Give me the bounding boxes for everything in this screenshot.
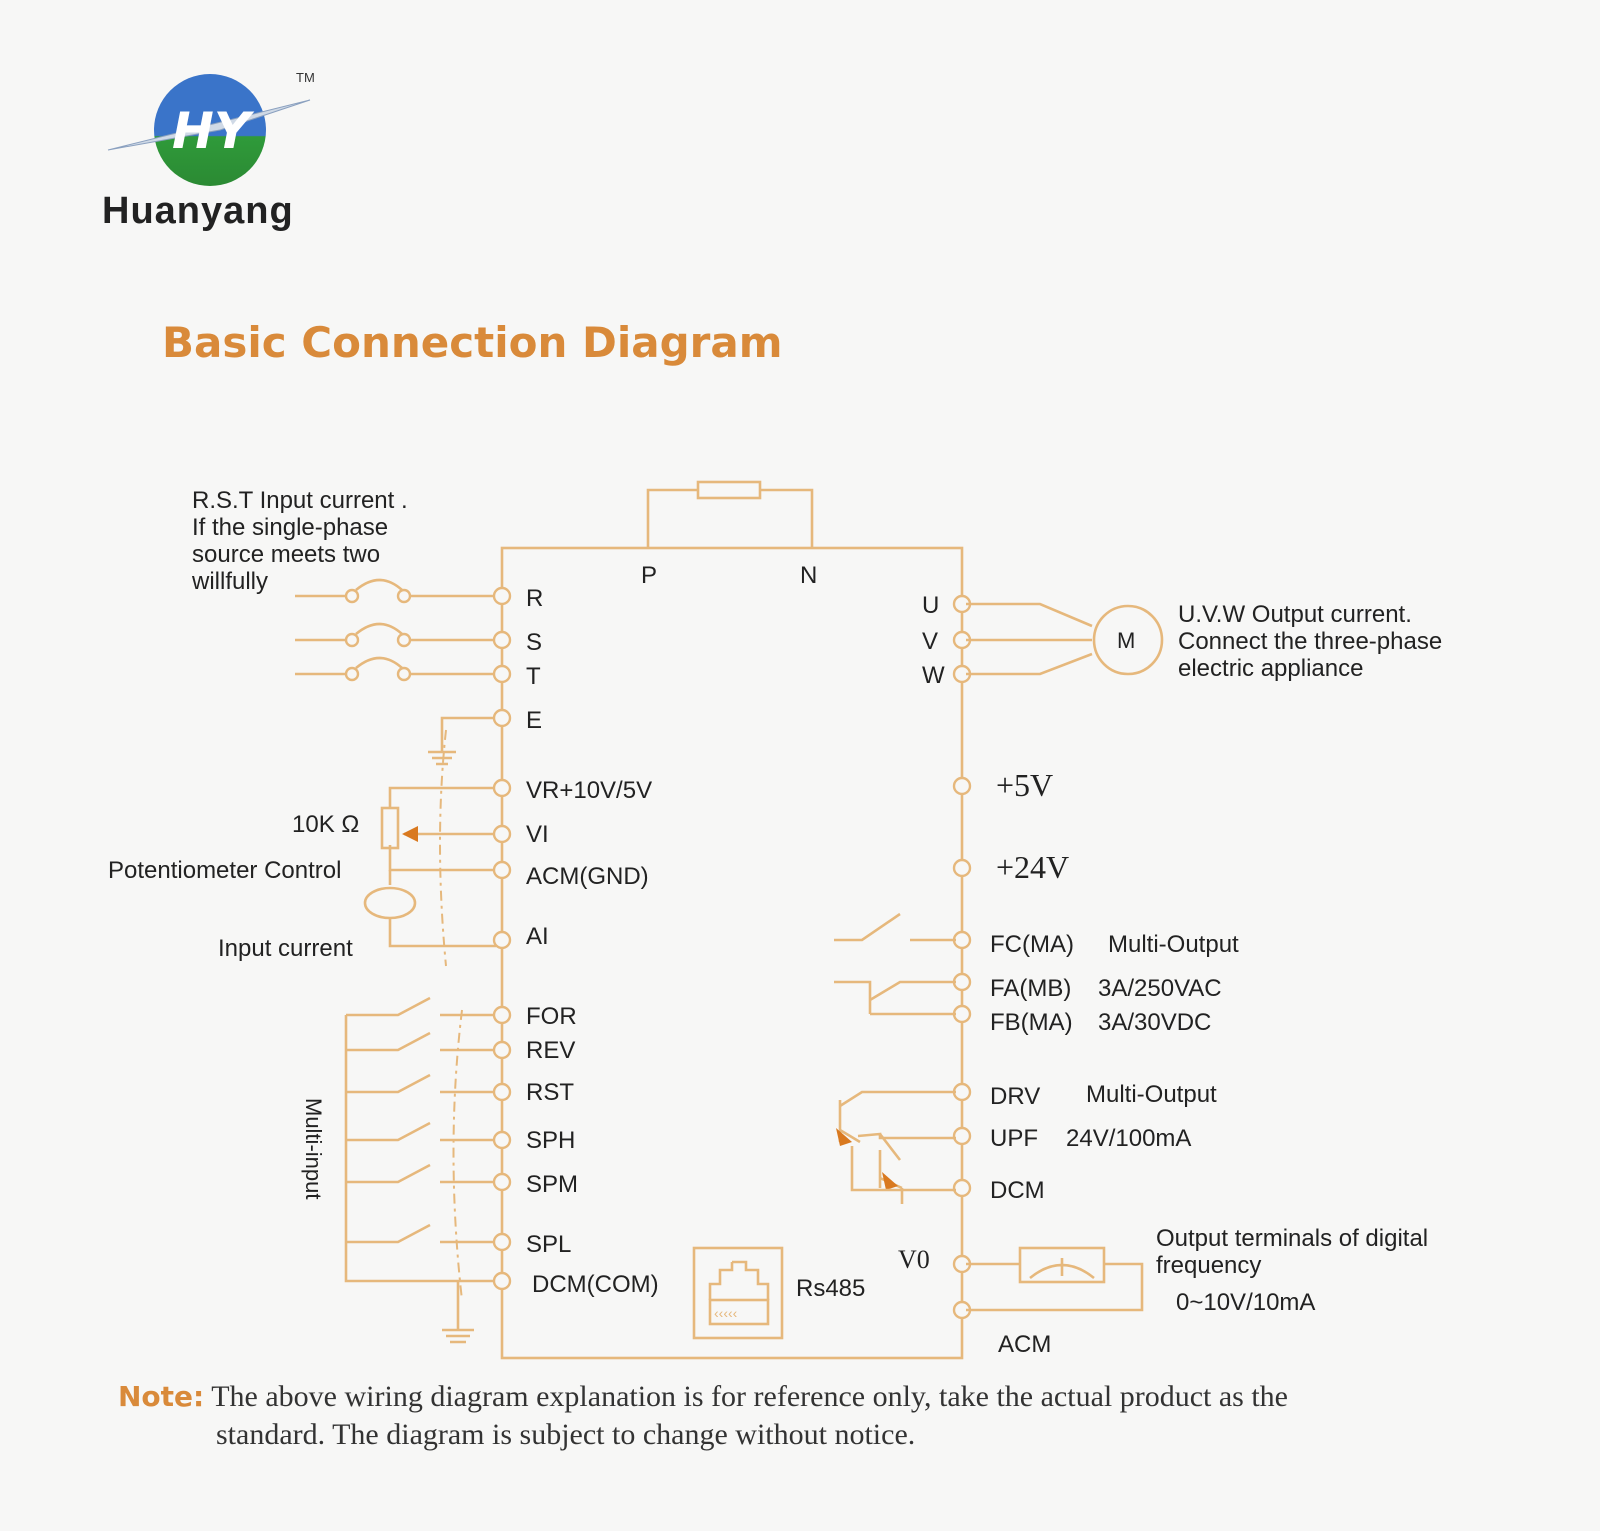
uvw-note-1: U.V.W Output current. xyxy=(1178,601,1412,628)
terminal-label-for: FOR xyxy=(526,1003,577,1030)
digital-freq-note-1: Output terminals of digital xyxy=(1156,1225,1428,1252)
terminal-upf xyxy=(952,1126,972,1146)
motor-wiring xyxy=(966,602,1164,676)
terminal-label-spl: SPL xyxy=(526,1231,571,1258)
note-text-1: The above wiring diagram explanation is … xyxy=(211,1380,1288,1413)
terminal-vr-10v-5v xyxy=(492,778,512,798)
terminal-label-fc-ma-: FC(MA) xyxy=(990,931,1074,958)
relay-note-2: 3A/250VAC xyxy=(1098,975,1222,1002)
terminal-acm-gnd- xyxy=(492,860,512,880)
transistor-outputs xyxy=(836,1090,956,1204)
terminal-rst xyxy=(492,1082,512,1102)
digital-freq-note-3: 0~10V/10mA xyxy=(1176,1289,1315,1316)
rs485-label: Rs485 xyxy=(796,1275,865,1302)
rs485-port: ‹‹‹‹‹ xyxy=(692,1246,784,1340)
transistor-note-1: Multi-Output xyxy=(1086,1081,1217,1108)
terminal-dcm xyxy=(952,1178,972,1198)
top-terminal-n: N xyxy=(800,562,817,589)
terminal--5v xyxy=(952,776,972,796)
potentiometer-label: Potentiometer Control xyxy=(108,857,341,884)
terminal-spl xyxy=(492,1232,512,1252)
terminal-dcm-com- xyxy=(492,1271,512,1291)
terminal-label-upf: UPF xyxy=(990,1125,1038,1152)
terminal--24v xyxy=(952,858,972,878)
resistor-value: 10K Ω xyxy=(292,811,359,838)
terminal-for xyxy=(492,1005,512,1025)
frequency-meter xyxy=(966,1246,1144,1312)
terminal-r xyxy=(492,586,512,606)
terminal-s xyxy=(492,630,512,650)
terminal-label-e: E xyxy=(526,707,542,734)
terminal-label-spm: SPM xyxy=(526,1171,578,1198)
terminal-fa-mb- xyxy=(952,972,972,992)
input-switches xyxy=(295,578,496,682)
digital-freq-note-2: frequency xyxy=(1156,1252,1261,1279)
terminal-label-drv: DRV xyxy=(990,1083,1040,1110)
terminal-label-ai: AI xyxy=(526,923,549,950)
relay-note-1: Multi-Output xyxy=(1108,931,1239,958)
terminal-label-fa-mb-: FA(MB) xyxy=(990,975,1071,1002)
terminal-label-rev: REV xyxy=(526,1037,575,1064)
page-title: Basic Connection Diagram xyxy=(162,318,783,367)
uvw-note-2: Connect the three-phase xyxy=(1178,628,1442,655)
input-current-label: Input current xyxy=(218,935,353,962)
logo-letters: HY xyxy=(172,102,255,160)
terminal-e xyxy=(492,708,512,728)
multi-input-switches xyxy=(344,996,496,1344)
terminal-label-v0: V0 xyxy=(898,1245,930,1274)
motor-label: M xyxy=(1117,628,1135,653)
terminal-spm xyxy=(492,1172,512,1192)
terminal-label-dcm: DCM xyxy=(990,1177,1045,1204)
terminal-label-rst: RST xyxy=(526,1079,574,1106)
terminal-label-dcm-com-: DCM(COM) xyxy=(532,1271,659,1298)
terminal-label-vr-10v-5v: VR+10V/5V xyxy=(526,777,652,804)
terminal-label-s: S xyxy=(526,629,542,656)
brand-name: Huanyang xyxy=(102,190,294,232)
terminal-rev xyxy=(492,1040,512,1060)
rst-note-4: willfully xyxy=(191,568,268,595)
note-text-2: standard. The diagram is subject to chan… xyxy=(216,1418,916,1451)
terminal-label-acm-gnd-: ACM(GND) xyxy=(526,863,649,890)
multi-input-label: Multi-input xyxy=(301,1098,326,1199)
rst-note-2: If the single-phase xyxy=(192,514,388,541)
terminal-label-t: T xyxy=(526,663,541,690)
terminal-label-fb-ma-: FB(MA) xyxy=(990,1009,1073,1036)
top-terminal-p: P xyxy=(641,562,657,589)
rst-note-3: source meets two xyxy=(192,541,380,568)
terminal-drv xyxy=(952,1082,972,1102)
terminal-t xyxy=(492,664,512,684)
trademark-mark: TM xyxy=(296,70,315,85)
terminal-label--24v: +24V xyxy=(996,849,1069,885)
potentiometer xyxy=(363,786,496,948)
terminal-label-sph: SPH xyxy=(526,1127,575,1154)
svg-text:‹‹‹‹‹: ‹‹‹‹‹ xyxy=(714,1305,738,1321)
inverter-box xyxy=(500,546,964,1360)
huanyang-logo: HY TM xyxy=(107,70,315,186)
terminal-fb-ma- xyxy=(952,1004,972,1024)
footer-note: Note: The above wiring diagram explanati… xyxy=(118,1380,1288,1452)
terminal-fc-ma- xyxy=(952,930,972,950)
transistor-note-2: 24V/100mA xyxy=(1066,1125,1191,1152)
terminal-label--5v: +5V xyxy=(996,767,1053,803)
terminal-label-acm: ACM xyxy=(998,1331,1051,1358)
left-terminals: RSTEVR+10V/5VVIACM(GND)AIFORREVRSTSPHSPM… xyxy=(492,585,659,1298)
terminal-vi xyxy=(492,824,512,844)
braking-resistor xyxy=(696,480,762,500)
rst-note-1: R.S.T Input current . xyxy=(192,487,408,514)
terminal-label-r: R xyxy=(526,585,543,612)
terminal-ai xyxy=(492,930,512,950)
terminal-label-u: U xyxy=(922,592,939,619)
terminal-label-w: W xyxy=(922,662,945,689)
right-terminals: UVW +5V +24V FC(MA) FA(MB) FB(MA) DRV UPF DCM V0A… xyxy=(898,592,1074,1358)
note-label: Note: xyxy=(118,1380,205,1413)
terminal-label-v: V xyxy=(922,628,938,655)
relay-note-3: 3A/30VDC xyxy=(1098,1009,1211,1036)
uvw-note-3: electric appliance xyxy=(1178,655,1363,682)
terminal-sph xyxy=(492,1130,512,1150)
terminal-label-vi: VI xyxy=(526,821,549,848)
